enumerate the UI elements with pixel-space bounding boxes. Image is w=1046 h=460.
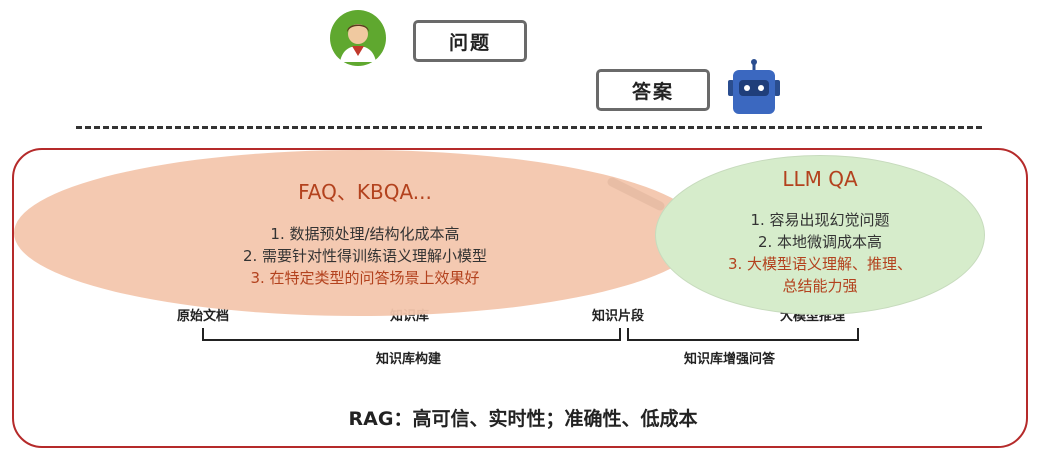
group-label-kb-qa: 知识库增强问答 xyxy=(684,352,776,367)
faq-kbqa-content: FAQ、KBQA... 1. 数据预处理/结构化成本高 2. 需要针对性得训练语… xyxy=(150,176,580,289)
stage-label-raw-docs: 原始文档 xyxy=(177,309,230,324)
faq-kbqa-title: FAQ、KBQA... xyxy=(298,180,432,204)
llm-qa-point-3: 3. 大模型语义理解、推理、 xyxy=(727,255,913,273)
rag-summary: RAG：高可信、实时性；准确性、低成本 xyxy=(348,408,698,430)
llm-qa-title: LLM QA xyxy=(782,167,858,191)
faq-kbqa-point-1: 1. 数据预处理/结构化成本高 xyxy=(270,225,460,243)
brace-knowledge-build xyxy=(202,328,621,341)
faq-kbqa-point-3: 3. 在特定类型的问答场景上效果好 xyxy=(250,269,480,287)
answer-label: 答案 xyxy=(596,69,710,111)
llm-qa-content: LLM QA 1. 容易出现幻觉问题 2. 本地微调成本高 3. 大模型语义理解… xyxy=(665,167,975,297)
question-label: 问题 xyxy=(413,20,527,62)
faq-kbqa-point-2: 2. 需要针对性得训练语义理解小模型 xyxy=(242,247,488,265)
robot-icon xyxy=(726,58,782,116)
user-avatar-icon xyxy=(330,10,386,66)
brace-knowledge-qa xyxy=(627,328,859,341)
group-label-kb-build: 知识库构建 xyxy=(376,352,442,367)
llm-qa-point-3-cont: 总结能力强 xyxy=(782,277,858,295)
faq-kbqa-bubble xyxy=(14,150,704,316)
llm-qa-point-1: 1. 容易出现幻觉问题 xyxy=(750,211,890,229)
llm-qa-point-2: 2. 本地微调成本高 xyxy=(757,233,883,251)
divider-dashed xyxy=(76,126,982,129)
stage-label-chunks: 知识片段 xyxy=(592,309,645,324)
rag-frame xyxy=(12,148,1028,448)
llm-qa-bubble xyxy=(655,155,985,315)
